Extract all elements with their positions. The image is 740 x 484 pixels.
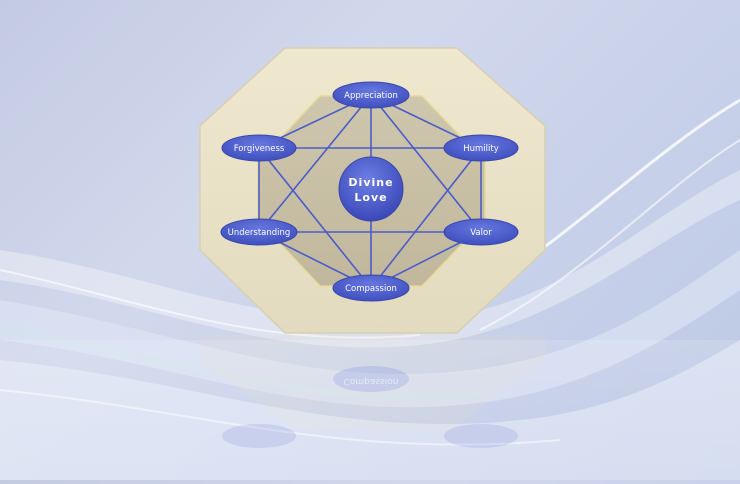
center-label-line2: Love [354, 191, 387, 204]
node-label-appreciation: Appreciation [344, 91, 398, 101]
reflection-fade [0, 340, 740, 480]
center-label-line1: Divine [348, 176, 393, 189]
node-valor: Valor [443, 218, 519, 246]
node-label-compassion: Compassion [345, 284, 397, 294]
node-appreciation: Appreciation [332, 81, 410, 109]
center-node-divine-love: Divine Love [338, 156, 404, 222]
node-compassion: Compassion [332, 274, 410, 302]
node-label-forgiveness: Forgiveness [234, 144, 285, 154]
node-label-humility: Humility [463, 144, 499, 154]
node-understanding: Understanding [220, 218, 298, 246]
node-label-understanding: Understanding [228, 228, 291, 238]
node-forgiveness: Forgiveness [221, 134, 297, 162]
node-label-valor: Valor [470, 228, 492, 238]
node-humility: Humility [443, 134, 519, 162]
